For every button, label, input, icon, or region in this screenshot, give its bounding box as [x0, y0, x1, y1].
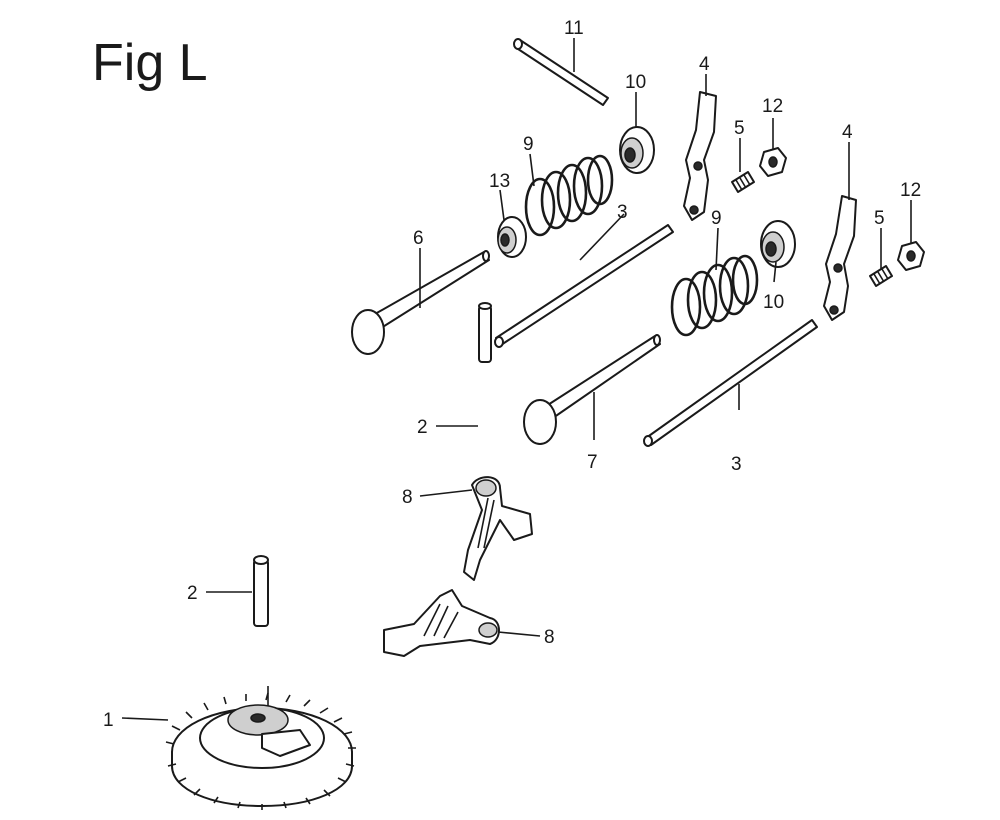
part-5-screw-lower — [869, 265, 893, 287]
callout-2b: 2 — [187, 583, 198, 604]
part-5-screw-upper — [731, 171, 755, 193]
figure-title: Fig L — [92, 34, 208, 92]
callout-2a: 2 — [417, 417, 428, 438]
callout-3b: 3 — [731, 454, 742, 475]
callout-4b: 4 — [842, 122, 853, 143]
part-3-pushrod-lower — [643, 319, 818, 447]
part-9-spring-lower — [670, 254, 759, 337]
callout-7: 7 — [587, 452, 598, 473]
part-7-valve — [523, 334, 661, 445]
callout-3a: 3 — [617, 202, 628, 223]
callout-10a: 10 — [625, 72, 646, 93]
part-1-camshaft-gear — [165, 686, 356, 810]
callout-13: 13 — [489, 171, 510, 192]
part-11-pushrod — [513, 38, 609, 106]
callout-5b: 5 — [874, 208, 885, 229]
callout-9b: 9 — [711, 208, 722, 229]
callout-8a: 8 — [402, 487, 413, 508]
part-6-valve — [351, 250, 490, 355]
callout-1: 1 — [103, 710, 114, 731]
callout-6: 6 — [413, 228, 424, 249]
part-12-nut-lower — [897, 241, 925, 271]
callout-12b: 12 — [900, 180, 921, 201]
leader-lines — [121, 38, 912, 721]
part-2-pin-upper — [478, 302, 492, 363]
callout-labels: 1 2 2 3 3 4 4 5 5 6 7 8 8 9 9 10 10 11 1… — [103, 18, 921, 731]
part-8-follower-upper — [463, 476, 533, 581]
part-2-pin-lower — [253, 555, 269, 627]
part-8-follower-lower — [383, 589, 500, 657]
callout-4a: 4 — [699, 54, 710, 75]
part-4-rocker-upper — [683, 91, 717, 221]
callout-9a: 9 — [523, 134, 534, 155]
part-3-pushrod-upper — [494, 224, 674, 348]
part-10-retainer-upper — [619, 126, 655, 174]
callout-10b: 10 — [763, 292, 784, 313]
callout-11: 11 — [564, 18, 584, 39]
part-4-rocker-lower — [823, 195, 857, 321]
part-9-spring-upper — [524, 154, 614, 237]
part-13-seal — [497, 216, 527, 258]
part-10-retainer-lower — [760, 220, 796, 268]
callout-5a: 5 — [734, 118, 745, 139]
callout-8b: 8 — [544, 627, 555, 648]
callout-12a: 12 — [762, 96, 783, 117]
part-12-nut-upper — [759, 147, 787, 177]
